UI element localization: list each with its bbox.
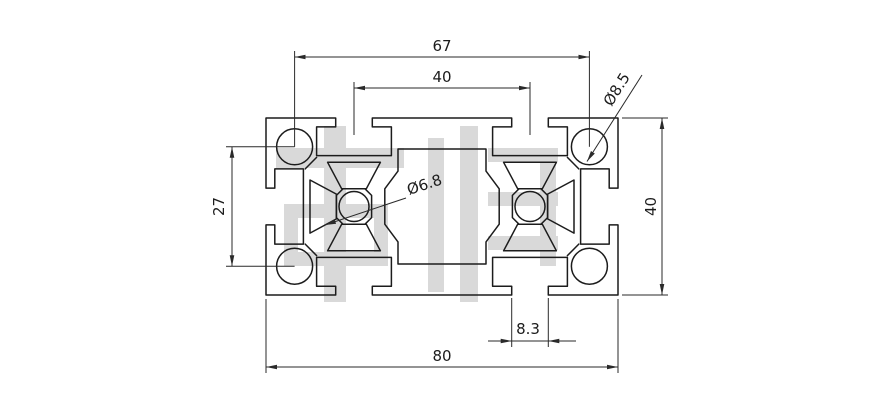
watermark [276, 126, 558, 302]
chamber [326, 161, 382, 190]
leader-line [586, 74, 643, 162]
leader-line [324, 197, 407, 226]
chamber [546, 179, 575, 234]
chamber [502, 223, 558, 252]
corner-chamfer-line [304, 243, 318, 257]
corner-chamfer-line [566, 243, 580, 257]
dimensions [226, 51, 668, 373]
dim-corner-hole-diameter-label: Ø8.5 [600, 69, 634, 109]
dim-top-hole-spacing-label: 67 [432, 37, 451, 55]
profile-section [265, 117, 619, 296]
chamber [326, 223, 382, 252]
watermark-shape [460, 126, 478, 302]
watermark-shape [284, 204, 298, 266]
corner-chamfer-line [304, 156, 318, 170]
central-cavity [384, 148, 500, 265]
chamber [309, 179, 338, 234]
center-hole-circle [514, 190, 546, 223]
watermark-shape [428, 138, 444, 292]
corner-chamfer-line [566, 156, 580, 170]
watermark-shape [284, 252, 388, 266]
dim-slot-width-label: 8.3 [516, 320, 540, 338]
chamber [502, 161, 558, 190]
corner-hole-circle [570, 247, 609, 285]
dim-left-hole-spacing-label: 27 [210, 197, 228, 216]
center-hole-circle [338, 190, 370, 223]
dim-center-hole-spacing-label: 40 [432, 68, 451, 86]
outer-contour [265, 117, 619, 296]
dim-overall-height-label: 40 [642, 197, 660, 216]
dim-overall-width-label: 80 [432, 347, 451, 365]
